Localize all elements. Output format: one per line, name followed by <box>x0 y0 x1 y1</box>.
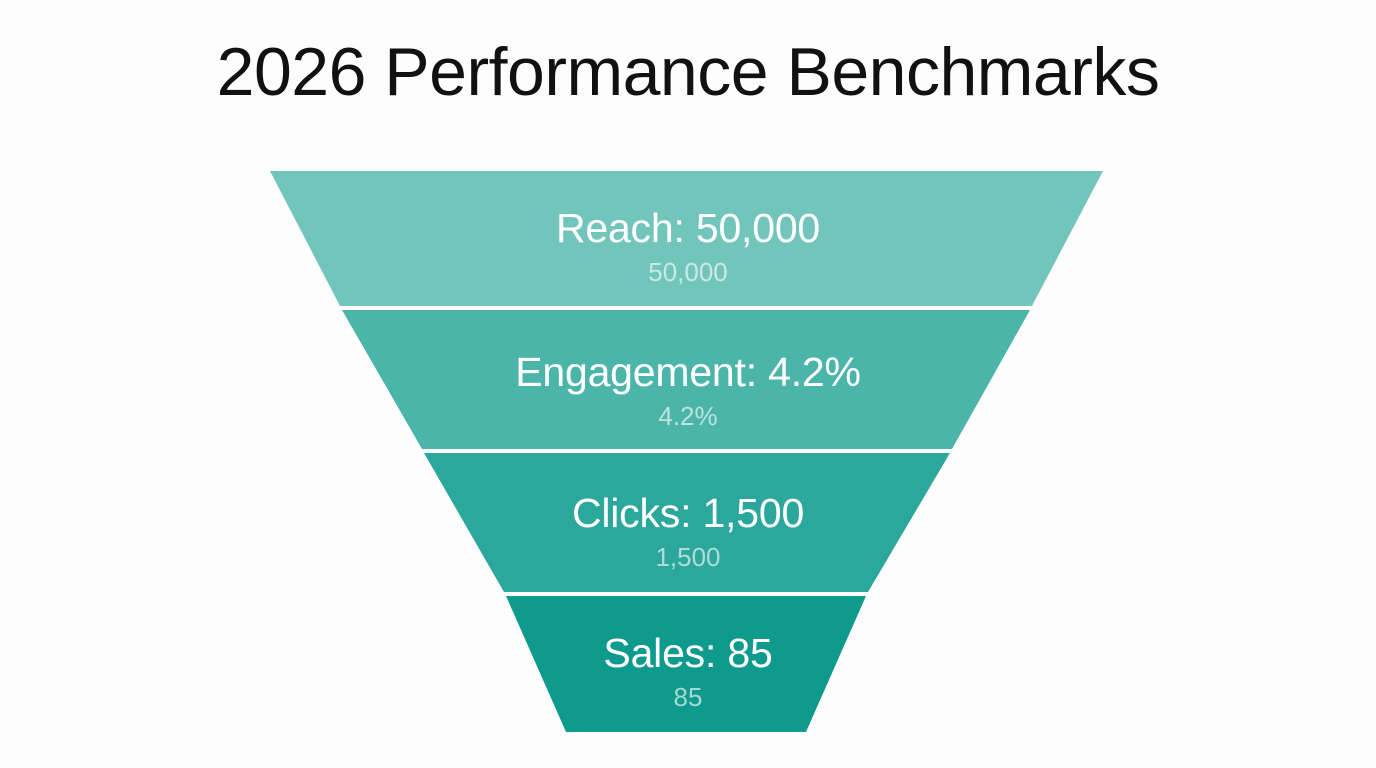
funnel-segment-reach[interactable] <box>270 171 1103 306</box>
funnel-segment-engagement[interactable] <box>342 310 1030 449</box>
page-title: 2026 Performance Benchmarks <box>216 34 1160 110</box>
funnel-segment-sales[interactable] <box>506 596 866 732</box>
funnel-segment-clicks[interactable] <box>424 453 950 592</box>
